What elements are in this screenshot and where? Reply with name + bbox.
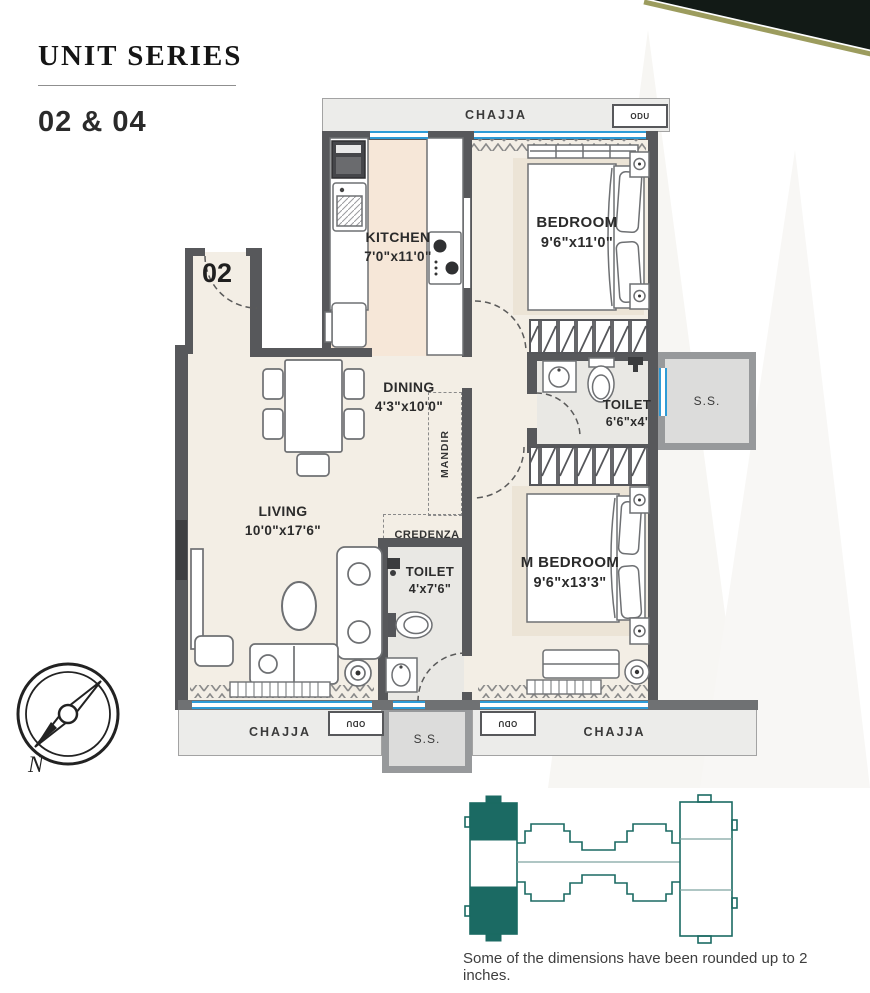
room-dims: 10'0"x17'6": [244, 522, 322, 538]
window: [474, 131, 646, 139]
room-name: BEDROOM: [536, 214, 618, 231]
unit-series-numbers: 02 & 04: [38, 106, 147, 138]
highlighted-unit: [469, 802, 518, 841]
odu-label: ODU: [498, 719, 518, 728]
room-label-dining: DINING 4'3"x10'0": [349, 378, 469, 416]
room-name: KITCHEN: [365, 229, 431, 245]
ss-label: S.S.: [413, 732, 441, 746]
unit-number: 02: [202, 258, 233, 288]
chajja-label: CHAJJA: [464, 108, 527, 122]
key-plan: [464, 794, 738, 944]
wall-segment: [178, 700, 758, 710]
wall-segment: [250, 348, 372, 357]
room-label-bedroom: BEDROOM 9'6"x11'0": [507, 212, 647, 253]
wall-segment: [185, 248, 193, 352]
ss-label: S.S.: [693, 394, 721, 408]
corner-ribbon: [653, 0, 870, 50]
room-label-toilet-common: TOILET 6'6"x4': [577, 396, 677, 432]
room-name: TOILET: [405, 564, 455, 579]
room-label-kitchen: KITCHEN 7'0"x11'0": [338, 228, 458, 266]
window: [192, 701, 372, 709]
page-title: UNIT SERIES: [38, 40, 243, 72]
mandir-label: MANDIR: [439, 430, 451, 478]
room-name: TOILET: [602, 397, 652, 412]
odu-box-top: ODU: [612, 104, 668, 128]
wall-segment: [462, 388, 472, 546]
door-leaf: [463, 198, 471, 288]
window: [370, 131, 428, 139]
credenza-label: CREDENZA: [394, 529, 460, 541]
wall-window-segment: [176, 520, 187, 580]
room-label-master-bedroom: M BEDROOM 9'6"x13'3": [490, 552, 650, 593]
highlighted-unit: [469, 886, 518, 935]
wall-segment: [462, 546, 472, 656]
wall-segment: [530, 352, 658, 361]
odu-label: ODU: [346, 719, 366, 728]
key-plan-right-tower: [679, 794, 738, 944]
credenza-label-wrap: CREDENZA: [383, 514, 471, 542]
wall-segment: [530, 444, 658, 453]
room-dims: 9'6"x13'3": [533, 575, 607, 591]
corner-gold-line: [643, 0, 870, 57]
wall-segment: [322, 131, 331, 357]
mandir-zone: [428, 392, 462, 516]
odu-label: ODU: [630, 111, 650, 121]
chajja-label: CHAJJA: [583, 725, 646, 739]
odu-box-bottom-left: ODU: [328, 711, 384, 736]
watermark-peak: [700, 150, 870, 788]
room-dims: 6'6"x4': [605, 415, 649, 430]
highlighted-unit: [485, 795, 502, 804]
room-label-living: LIVING 10'0"x17'6": [203, 502, 363, 540]
room-dims: 4'3"x10'0": [374, 398, 444, 414]
room-dims: 9'6"x11'0": [540, 235, 614, 251]
north-compass: N: [16, 662, 120, 777]
title-underline: [38, 85, 236, 86]
room-name: M BEDROOM: [520, 554, 620, 571]
wall-segment: [527, 352, 537, 394]
wall-segment: [378, 538, 472, 547]
wall-segment: [378, 538, 388, 705]
wall-segment: [185, 248, 205, 256]
key-plan-left-tower: [464, 795, 518, 942]
room-name: DINING: [383, 379, 435, 395]
wall-segment: [527, 428, 537, 453]
window: [480, 701, 648, 709]
room-dims: 7'0"x11'0": [364, 248, 432, 264]
service-shaft-bottom: S.S.: [382, 705, 472, 773]
room-dims: 4'x7'6": [408, 582, 452, 597]
dimensions-footnote: Some of the dimensions have been rounded…: [463, 950, 808, 984]
odu-box-bottom-right: ODU: [480, 711, 536, 736]
chajja-label: CHAJJA: [248, 725, 311, 739]
window: [393, 701, 425, 709]
key-plan-connector: [517, 823, 680, 902]
highlighted-unit: [485, 933, 502, 942]
mandir-label-wrap: MANDIR: [428, 392, 462, 516]
header: UNIT SERIES 02 & 04: [38, 40, 242, 139]
wall-segment: [250, 250, 262, 352]
room-name: LIVING: [258, 503, 308, 519]
compass-needle-tip: [35, 722, 57, 747]
room-label-toilet-master: TOILET 4'x7'6": [389, 563, 471, 599]
north-label: N: [27, 752, 45, 777]
